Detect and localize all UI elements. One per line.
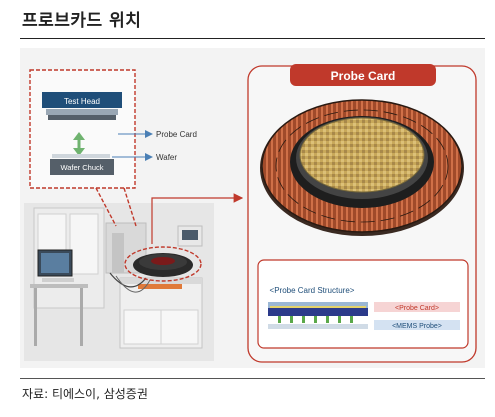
probe-card-diagram: Test Head Wafer Chuck Probe Card Wafer: [24, 64, 477, 363]
prober-head-highlight: [124, 246, 202, 282]
panel-link-arrow: [151, 193, 244, 244]
structure-probe-card-tag: [374, 302, 460, 312]
prober-equipment-illustration: [24, 203, 214, 361]
panel-title-badge: [290, 64, 436, 86]
probe-card-pointer-label: Probe Card: [156, 130, 197, 139]
title-divider: [20, 38, 485, 39]
page-title: 프로브카드 위치: [22, 11, 142, 31]
probe-card-image: [260, 99, 464, 236]
wafer-chuck-label: Wafer Chuck: [60, 163, 103, 172]
structure-substrate: [268, 308, 368, 316]
wafer-pointer-label: Wafer: [156, 153, 177, 162]
panel-title: Probe Card: [331, 69, 396, 83]
structure-top-layer: [268, 302, 368, 308]
source-divider: [20, 378, 485, 379]
structure-mems-probe-label: <MEMS Probe>: [392, 323, 442, 330]
schematic-connector-b: [123, 187, 137, 227]
probe-card-figure: Test Head Wafer Chuck Probe Card Wafer: [20, 48, 485, 368]
test-head-block: [42, 92, 122, 108]
source-note: 자료: 티에스이, 삼성증권: [22, 387, 148, 401]
structure-mems-probe-tag: [374, 320, 460, 330]
test-head-base: [46, 109, 118, 115]
wafer-plate: [52, 154, 110, 158]
mems-probe-pins: [278, 316, 353, 323]
probe-card-plate: [48, 115, 116, 120]
gap-arrow-up: [73, 132, 85, 140]
gap-arrow-down: [73, 148, 85, 156]
structure-title: <Probe Card Structure>: [270, 286, 355, 295]
structure-wafer-layer: [268, 324, 368, 329]
wafer-chuck-block: [50, 159, 114, 175]
structure-probe-card-label: <Probe Card>: [395, 305, 439, 312]
test-head-label: Test Head: [64, 97, 100, 106]
schematic-connector-a: [95, 187, 117, 227]
